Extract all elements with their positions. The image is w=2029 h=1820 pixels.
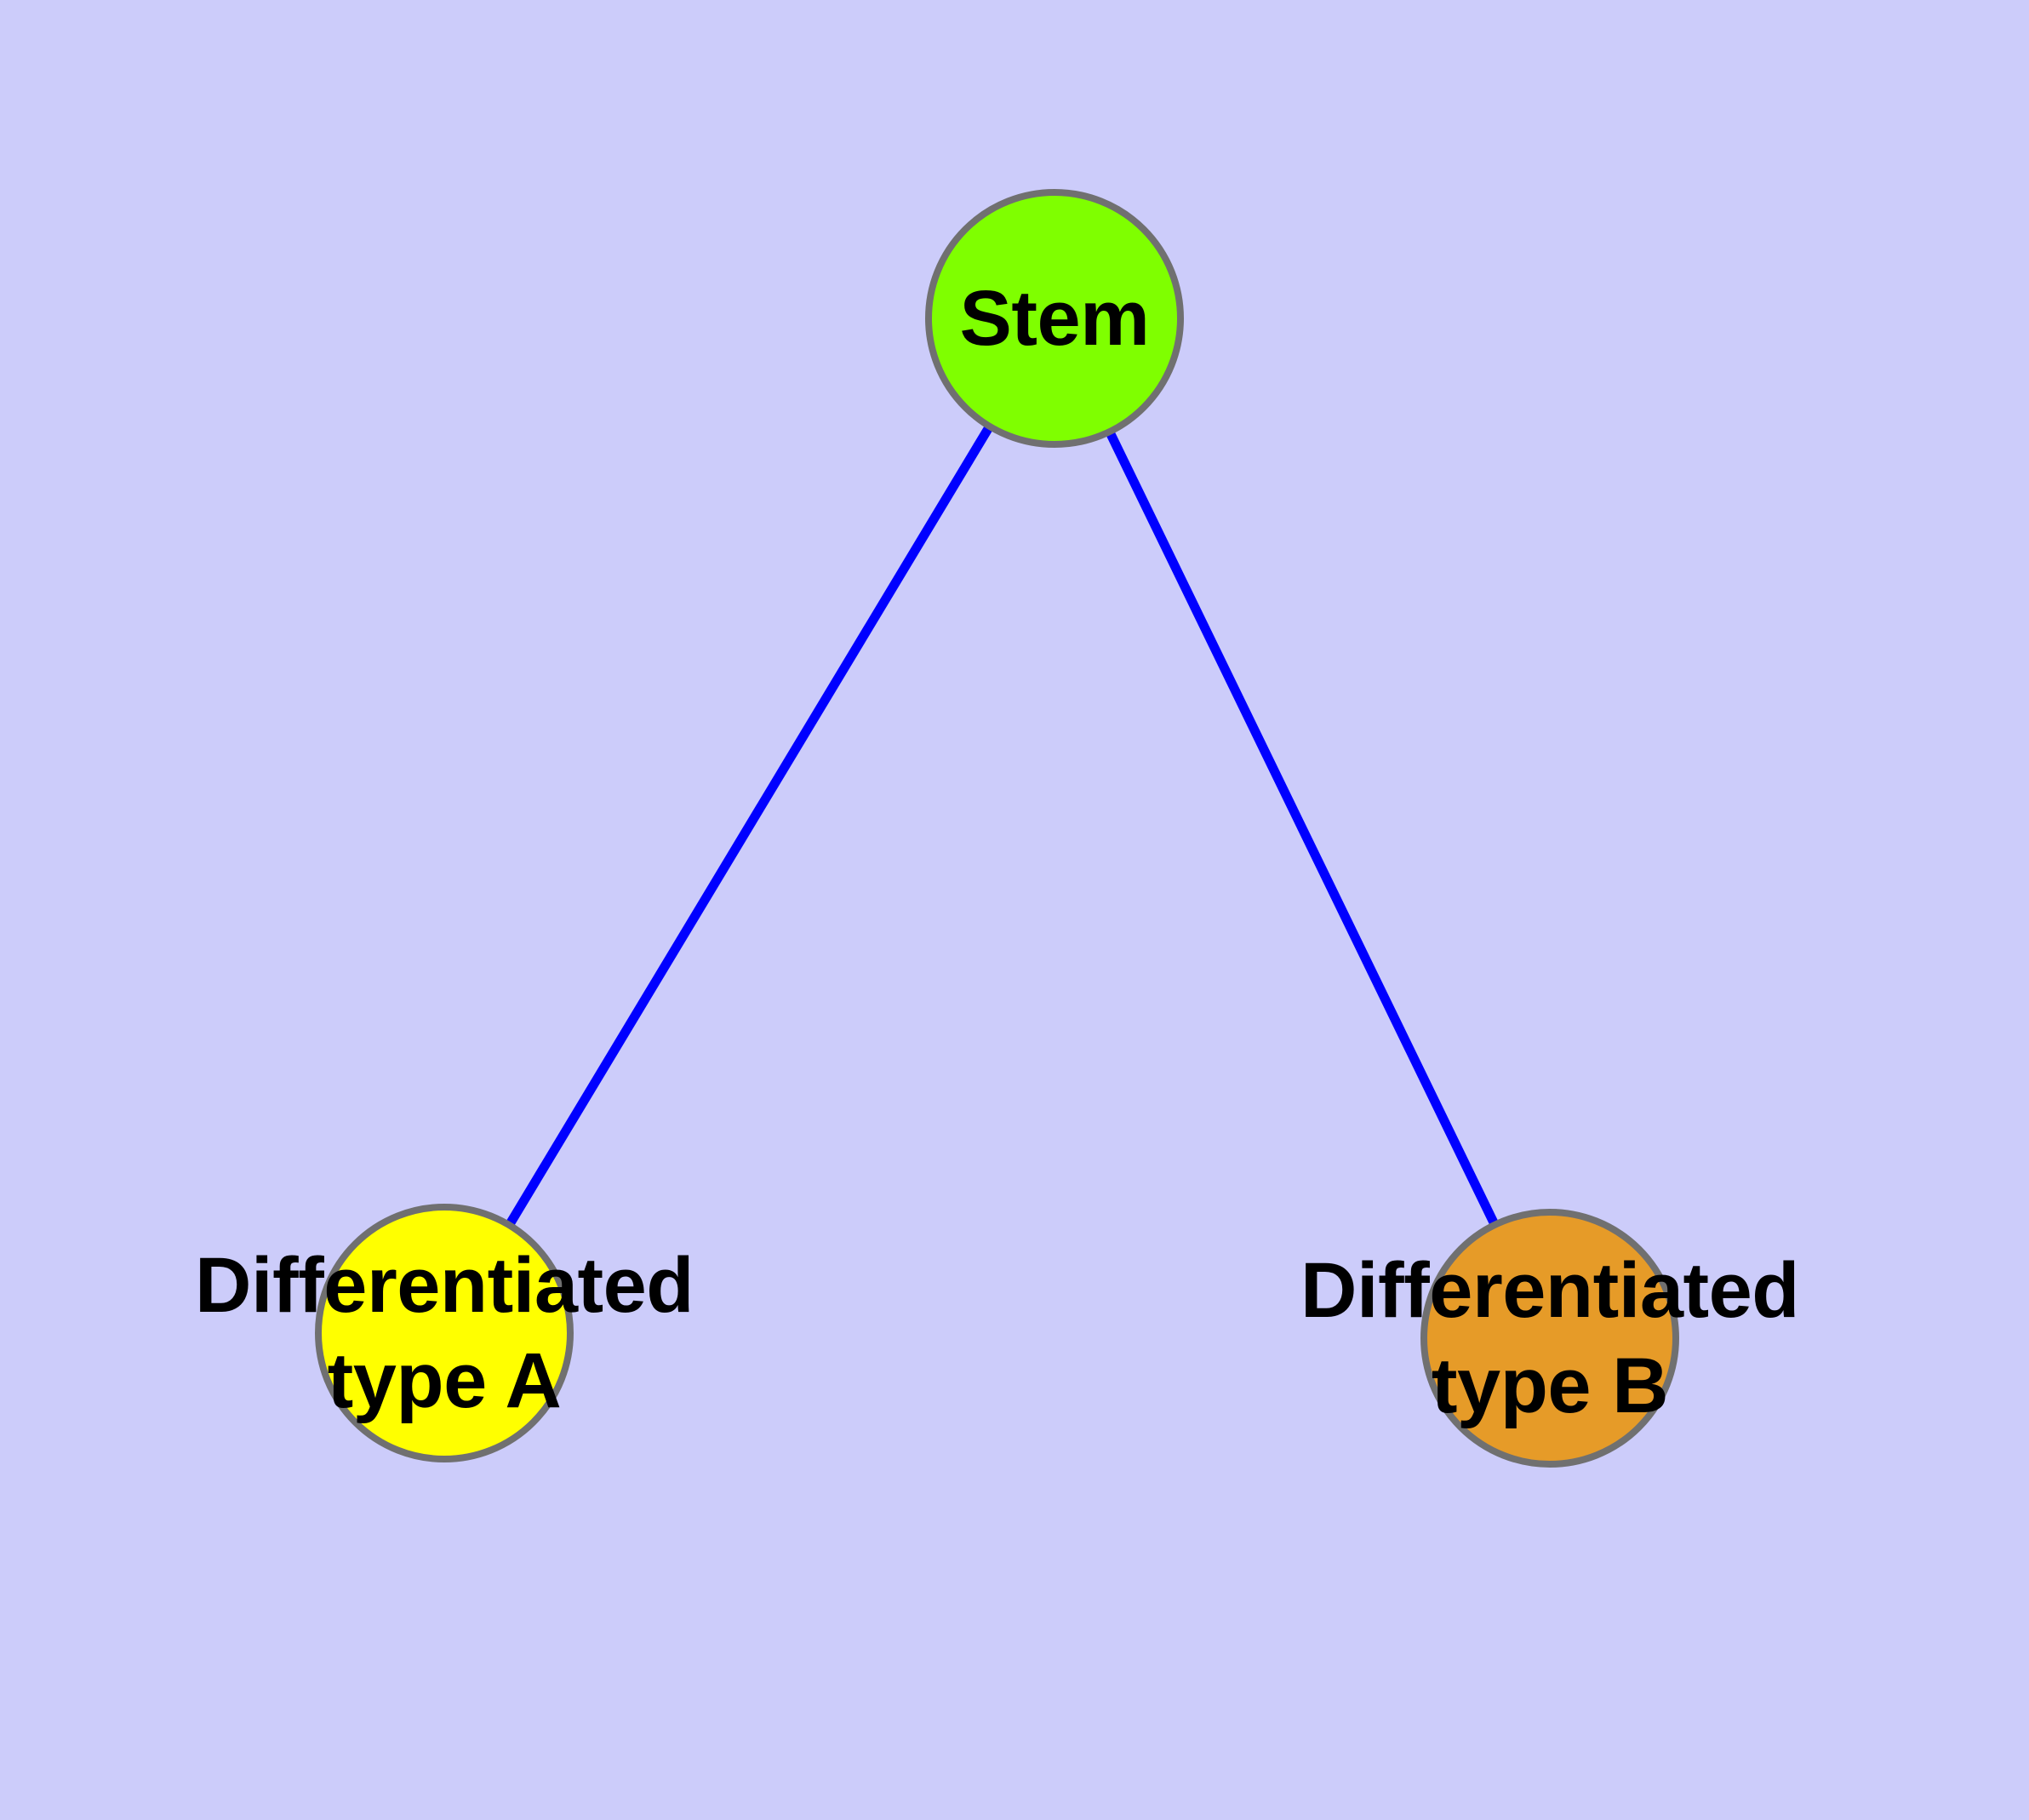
node-layer (315, 189, 1679, 1468)
node-stem[interactable] (925, 189, 1184, 448)
node-differentiated-type-a[interactable] (315, 1204, 574, 1462)
edge-layer (440, 316, 1554, 1341)
edge-stem-to-differentiated-type-b[interactable] (1050, 316, 1554, 1341)
node-differentiated-type-b[interactable] (1420, 1209, 1679, 1468)
edge-stem-to-differentiated-type-a[interactable] (440, 316, 1059, 1336)
